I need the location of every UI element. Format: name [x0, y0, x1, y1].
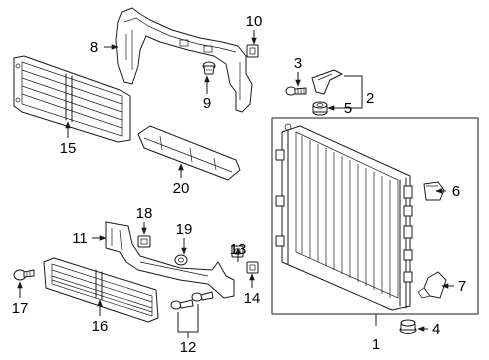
callout-17: 17 — [12, 300, 29, 317]
callout-16: 16 — [92, 318, 109, 335]
callout-7: 7 — [458, 278, 466, 295]
callout-18: 18 — [136, 205, 153, 222]
callout-10: 10 — [246, 13, 263, 30]
callout-2: 2 — [366, 90, 374, 107]
part-5-grommet — [312, 101, 328, 116]
part-4-grommet — [399, 319, 417, 334]
part-2-bracket — [311, 69, 343, 95]
part-7-fitting — [417, 271, 447, 299]
callout-15: 15 — [60, 140, 77, 157]
part-18-clip — [137, 235, 151, 248]
part-20-deflector — [137, 125, 241, 181]
part-12-bolts — [170, 291, 214, 310]
part-17-bolt — [13, 269, 35, 281]
callout-14: 14 — [244, 290, 261, 307]
callout-4: 4 — [432, 321, 440, 338]
part-11-lower-baffle — [105, 221, 235, 299]
part-1-radiator-frame — [271, 117, 479, 315]
callout-5: 5 — [344, 100, 352, 117]
leader-lines — [17, 30, 454, 338]
callout-labels: 1 2 3 4 5 6 7 8 9 10 11 12 13 14 15 16 1… — [12, 13, 467, 356]
callout-6: 6 — [452, 183, 460, 200]
part-3-bolt — [285, 86, 307, 96]
callout-19: 19 — [176, 221, 193, 238]
callout-11: 11 — [72, 230, 88, 247]
part-15-upper-shutter — [13, 55, 131, 143]
callout-12: 12 — [180, 339, 197, 356]
callout-1: 1 — [372, 336, 380, 353]
callout-9: 9 — [203, 95, 211, 112]
callout-3: 3 — [294, 55, 302, 72]
part-19-nut — [174, 254, 188, 266]
part-8-upper-baffle — [115, 7, 253, 113]
part-10-clip — [246, 44, 259, 58]
callout-8: 8 — [90, 39, 98, 56]
part-14-clip — [246, 261, 259, 274]
callout-20: 20 — [173, 180, 190, 197]
part-9-bolt — [202, 61, 216, 75]
part-6-mount — [423, 181, 445, 201]
part-16-lower-shutter — [43, 257, 159, 323]
part-1-radiator — [275, 123, 413, 311]
callout-13: 13 — [230, 241, 247, 258]
